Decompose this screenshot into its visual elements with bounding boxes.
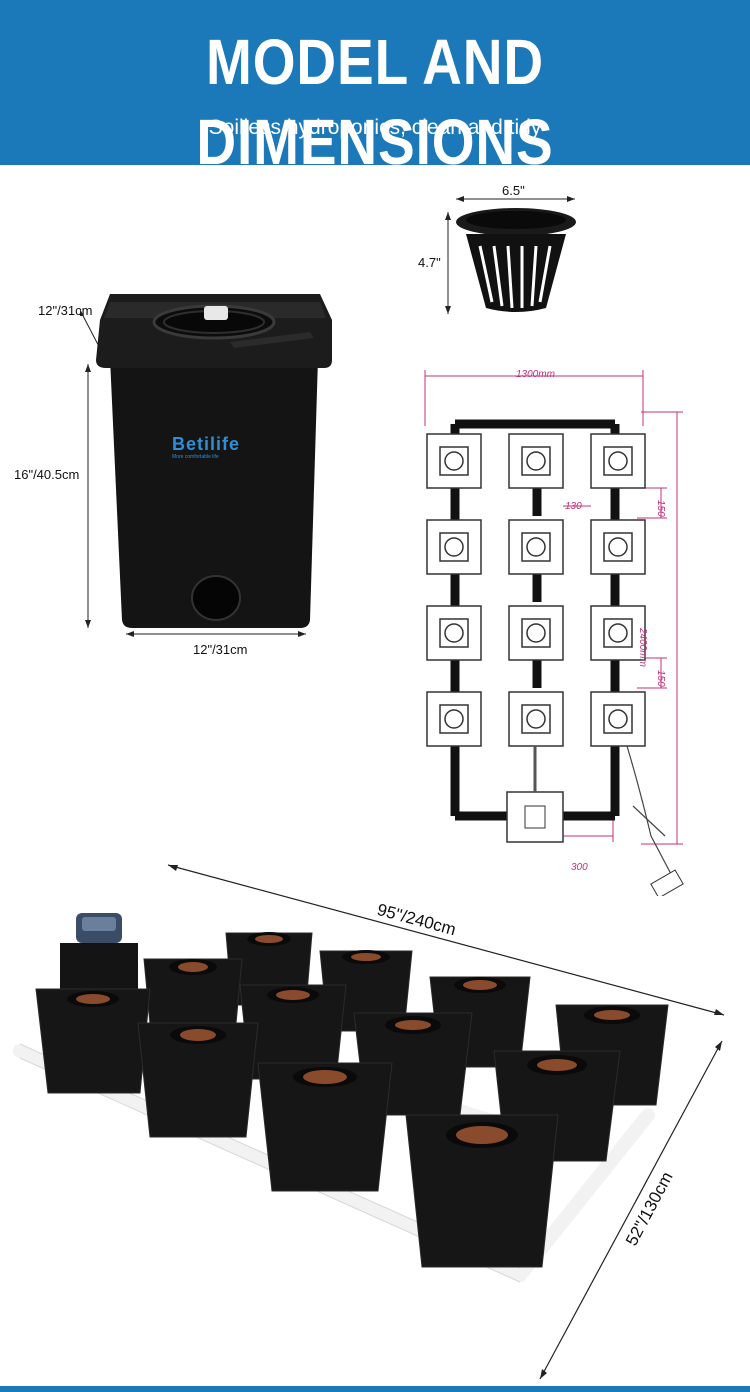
brand-tagline: More comfortable life (172, 454, 219, 460)
page-title: MODEL AND DIMENSIONS (196, 26, 554, 178)
net-pot-width-label: 6.5" (502, 183, 525, 198)
diagram-gap-horizontal-label: 130 (565, 501, 582, 512)
diagram-controller-offset-label: 300 (571, 862, 588, 873)
system-illustration (13, 864, 725, 1380)
bottom-border (0, 1386, 750, 1392)
diagram-width-label: 1300mm (516, 369, 555, 380)
layout-diagram (424, 370, 684, 896)
diagram-length-label: 2400mm (637, 628, 648, 667)
header-banner: MODEL AND DIMENSIONS Soilless hydroponic… (0, 0, 750, 178)
net-pot-illustration (445, 196, 576, 314)
bucket-bottom-width-label: 12"/31cm (193, 642, 248, 657)
net-pot-height-label: 4.7" (418, 255, 441, 270)
page-subtitle: Soilless hydroponics, clean and tidy (208, 116, 542, 139)
brand-logo: Betilife (172, 434, 241, 454)
diagram-gap-vertical-top-label: 150 (655, 500, 666, 517)
bucket-illustration (80, 294, 332, 637)
diagram-gap-vertical-bottom-label: 150 (655, 670, 666, 687)
bucket-top-width-label: 12"/31cm (38, 303, 93, 318)
bucket-height-label: 16"/40.5cm (14, 467, 80, 482)
